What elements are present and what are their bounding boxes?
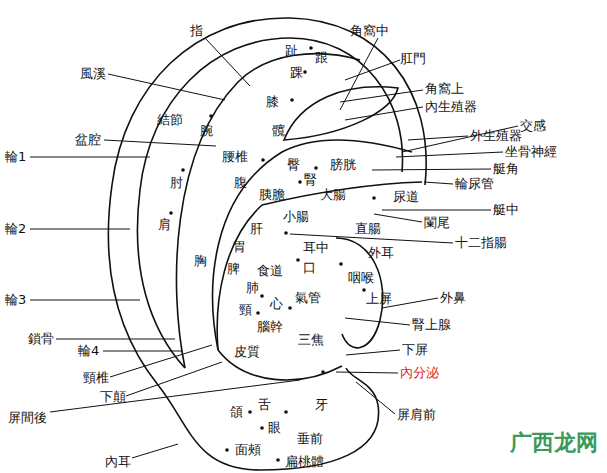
acupoint-label: 牙	[315, 398, 328, 411]
acupoint-label: 輪尿管	[455, 177, 494, 190]
acupoint-label: 脾	[227, 262, 240, 275]
acupoint-label: 指	[190, 24, 203, 37]
acupoint-label: 上屏	[366, 292, 392, 305]
acupoint-label: 趾	[285, 44, 298, 57]
ear-outline	[108, 18, 426, 470]
acupoint-label: 下顛	[100, 390, 126, 403]
acupoint-label: 角窩中	[350, 24, 389, 37]
acupoint-label: 扁桃體	[285, 455, 324, 468]
acupoint-label: 艇中	[493, 203, 519, 216]
acupoint-label: 直腸	[355, 222, 381, 235]
acupoint-label: 肛門	[400, 52, 426, 65]
acupoint-label: 角窩上	[425, 82, 464, 95]
acupoint-label: 腎	[304, 173, 317, 186]
acupoint-label: 肘	[170, 176, 183, 189]
acupoint-label: 胃	[233, 240, 246, 253]
acupoint-label: 胰膽	[259, 188, 285, 201]
acupoint-label: 闌尾	[424, 216, 450, 229]
helix-crus	[262, 182, 422, 205]
acupoint-label: 內耳	[105, 455, 131, 468]
acupoint-label: 臀	[287, 158, 300, 171]
acupoint-label: 下屏	[402, 343, 428, 356]
acupoint-label: 十二指腸	[455, 236, 507, 249]
acupoint-label: 耳中	[303, 241, 329, 254]
acupoint-label: 內分泌	[400, 366, 439, 379]
acupoint-label: 腦幹	[257, 320, 283, 333]
acupoint-label: 腰椎	[222, 150, 248, 163]
antihelix-outer	[176, 54, 360, 368]
watermark: 广西龙网	[510, 432, 598, 454]
acupoint-label: 肝	[250, 222, 263, 235]
acupoint-label: 舌	[258, 398, 271, 411]
acupoint-label: 外生殖器	[470, 129, 522, 142]
acupoint-label: 心	[270, 297, 283, 310]
acupoint-label: 食道	[257, 264, 283, 277]
acupoint-label: 外鼻	[440, 291, 466, 304]
acupoint-label: 艇角	[493, 162, 519, 175]
acupoint-label: 頸	[239, 303, 252, 316]
acupoint-label: 三焦	[298, 333, 324, 346]
acupoint-label: 外耳	[368, 246, 394, 259]
acupoint-label: 面頰	[235, 443, 261, 456]
concha	[217, 205, 262, 350]
acupoint-label: 結節	[157, 113, 183, 126]
acupoint-label: 皮質	[234, 345, 260, 358]
acupoint-label: 頜	[230, 405, 243, 418]
acupoint-dots	[169, 46, 376, 462]
acupoint-label: 膝	[266, 95, 279, 108]
acupoint-label: 髖	[272, 124, 285, 137]
acupoint-label: 跟	[315, 51, 328, 64]
acupoint-label: 輪1	[5, 150, 26, 163]
acupoint-label: 口	[303, 261, 316, 274]
acupoint-label: 腹	[234, 176, 247, 189]
antihelix-inner	[213, 140, 412, 350]
acupoint-label: 腎上腺	[412, 318, 451, 331]
acupoint-label: 坐骨神經	[505, 145, 557, 158]
acupoint-label: 輪4	[78, 344, 99, 357]
acupoint-label: 屏間後	[8, 411, 47, 424]
leader-lines	[30, 38, 518, 458]
acupoint-label: 風溪	[80, 67, 106, 80]
acupoint-label: 肺	[246, 281, 259, 294]
acupoint-label: 氣管	[295, 291, 321, 304]
acupoint-label: 頸椎	[83, 371, 109, 384]
acupoint-label: 輪2	[5, 222, 26, 235]
acupoint-label: 肩	[158, 218, 171, 231]
acupoint-label: 尿道	[393, 190, 419, 203]
acupoint-label: 垂前	[297, 432, 323, 445]
acupoint-label: 盆腔	[75, 133, 101, 146]
acupoint-label: 腕	[200, 124, 213, 137]
acupoint-label: 交感	[520, 119, 546, 132]
acupoint-label: 鎖骨	[28, 332, 54, 345]
triangular-fossa	[284, 87, 398, 140]
acupoint-label: 膀胱	[330, 158, 356, 171]
acupoint-label: 內生殖器	[425, 100, 477, 113]
acupoint-label: 踝	[290, 66, 303, 79]
acupoint-label: 大腸	[320, 188, 346, 201]
acupoint-label: 小腸	[283, 210, 309, 223]
acupoint-label: 胸	[194, 254, 207, 267]
acupoint-label: 屏肩前	[397, 408, 436, 421]
acupoint-label: 眼	[268, 421, 281, 434]
acupoint-label: 輪3	[5, 293, 26, 306]
acupoint-label: 咽喉	[348, 271, 374, 284]
